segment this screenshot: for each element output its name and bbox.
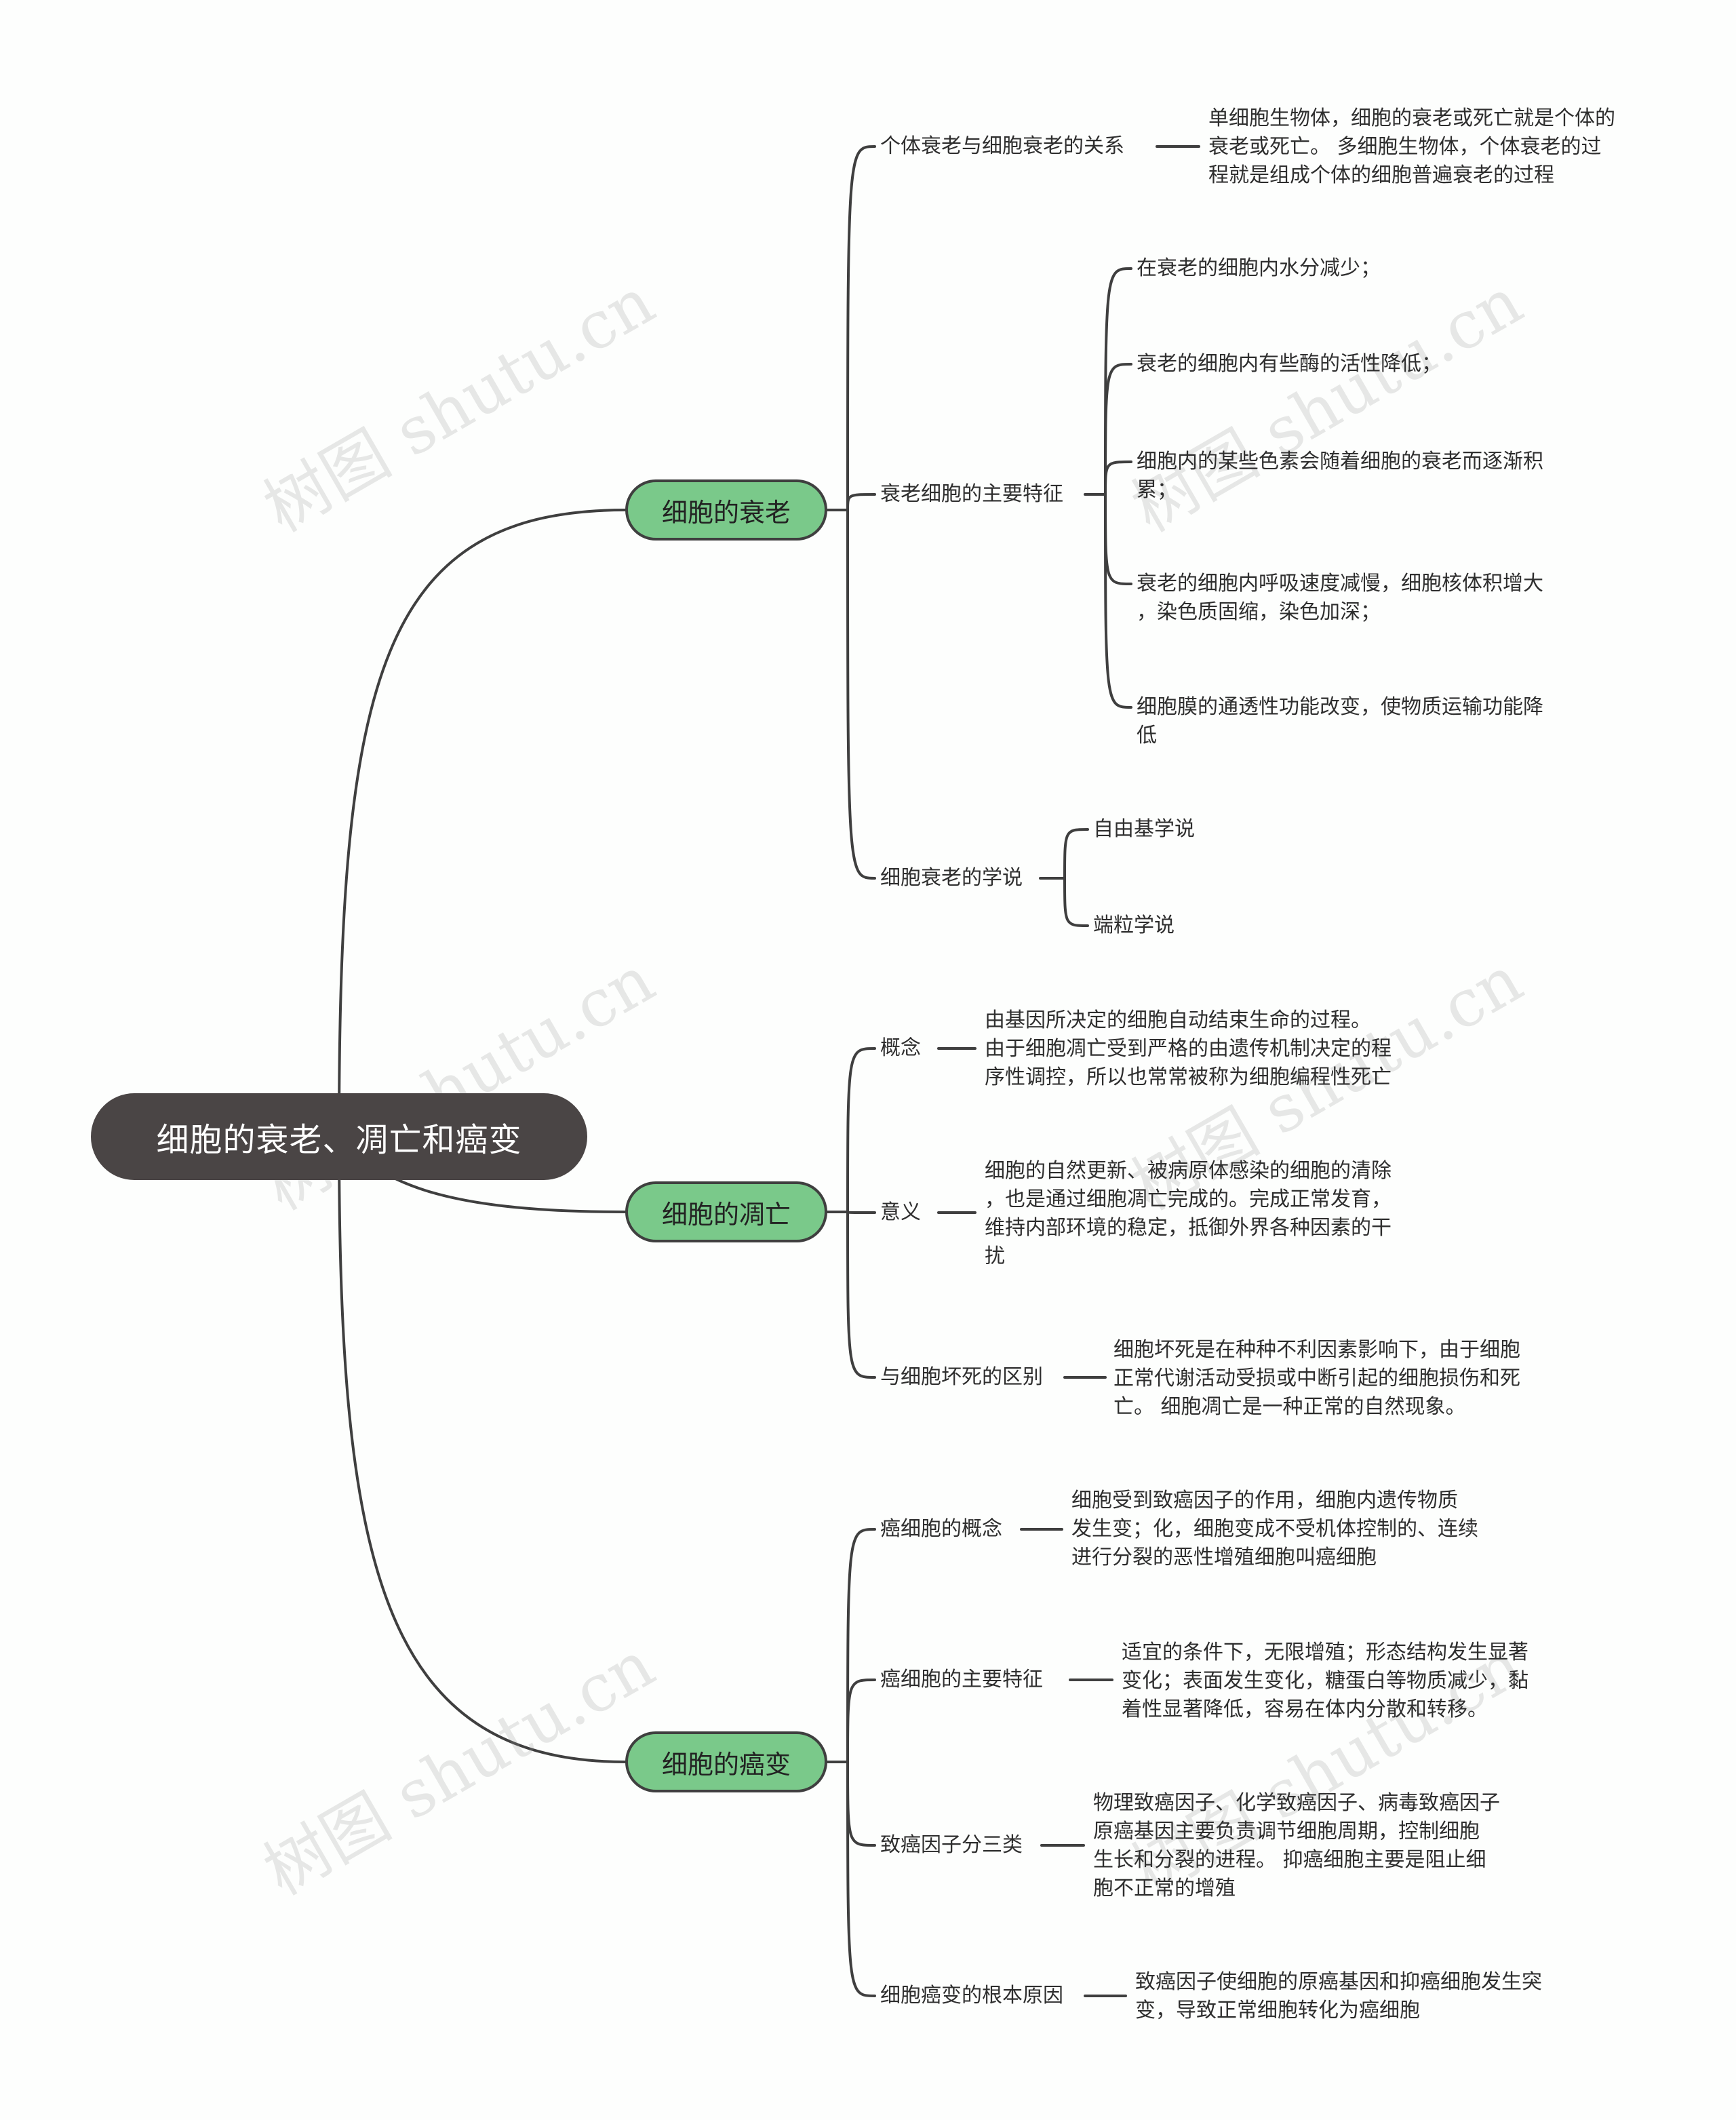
edge-cancer-link [846,1761,876,1847]
edge-apoptosis-link [846,1047,876,1213]
leaf-cancer-features: 适宜的条件下，无限增殖；形态结构发生显著变化；表面发生变化，糖蛋白等物质减少，黏… [1122,1641,1528,1721]
leaf-aging-feature: 衰老的细胞内呼吸速度减慢，细胞核体积增大，染色质固缩，染色加深； [1137,572,1543,624]
edge-aging-link [846,493,876,511]
leaf-cancer-cause: 致癌因子使细胞的原癌基因和抑癌细胞发生突变，导致正常细胞转化为癌细胞 [1135,1970,1542,2022]
edge-cancer-link [846,1679,876,1763]
leaf-aging-relation: 单细胞生物体，细胞的衰老或死亡就是个体的衰老或死亡。 多细胞生物体，个体衰老的过… [1208,106,1615,187]
edge-features-link [1104,493,1132,709]
sub-aging-theories[interactable]: 细胞衰老的学说 [880,866,1023,890]
sub-aging-features[interactable]: 衰老细胞的主要特征 [880,482,1063,506]
sub-cancer-features[interactable]: 癌细胞的主要特征 [880,1668,1043,1691]
edge-aging-link [846,509,876,880]
edge-apoptosis-link [846,1211,876,1214]
sub-cancer-concept[interactable]: 癌细胞的概念 [880,1517,1002,1541]
sub-aging-relation[interactable]: 个体衰老与细胞衰老的关系 [880,134,1124,158]
branch-aging[interactable]: 细胞的衰老 [625,479,827,541]
sub-apoptosis-meaning[interactable]: 意义 [880,1200,921,1224]
edge-theories-link [1063,877,1089,927]
leaf-aging-theory: 自由基学说 [1093,817,1195,841]
leaf-apoptosis-difference: 细胞坏死是在种种不利因素影响下，由于细胞正常代谢活动受损或中断引起的细胞损伤和死… [1113,1338,1520,1419]
edge-root-aging [338,509,627,1138]
edge-apoptosis-link [846,1211,876,1379]
leaf-aging-feature: 细胞膜的通透性功能改变，使物质运输功能降低 [1137,695,1543,747]
leaf-cancer-factors: 物理致癌因子、化学致癌因子、病毒致癌因子 原癌基因主要负责调节细胞周期，控制细胞… [1093,1791,1500,1900]
edge-aging-link [846,145,876,511]
leaf-apoptosis-concept: 由基因所决定的细胞自动结束生命的过程。由于细胞凋亡受到严格的由遗传机制决定的程序… [985,1008,1392,1089]
root-node[interactable]: 细胞的衰老、凋亡和癌变 [91,1093,587,1180]
sub-cancer-factors[interactable]: 致癌因子分三类 [880,1833,1023,1857]
edge-theories-link [1063,828,1089,880]
sub-apoptosis-concept[interactable]: 概念 [880,1036,921,1060]
edge-cancer-link [846,1761,876,1997]
leaf-aging-theory: 端粒学说 [1093,914,1175,937]
edge-features-link [1104,493,1132,585]
edge-features-link [1104,460,1132,496]
edge-root-cancer [338,1135,627,1763]
branch-cancer[interactable]: 细胞的癌变 [625,1731,827,1792]
leaf-aging-feature: 细胞内的某些色素会随着细胞的衰老而逐渐积累； [1137,450,1543,502]
leaf-apoptosis-meaning: 细胞的自然更新、被病原体感染的细胞的清除，也是通过细胞凋亡完成的。完成正常发育，… [985,1159,1392,1268]
edge-features-link [1104,363,1132,496]
leaf-cancer-concept: 细胞受到致癌因子的作用，细胞内遗传物质发生变；化，细胞变成不受机体控制的、连续进… [1071,1489,1478,1569]
leaf-aging-feature: 在衰老的细胞内水分减少； [1137,256,1381,280]
sub-apoptosis-difference[interactable]: 与细胞坏死的区别 [880,1365,1043,1389]
branch-apoptosis[interactable]: 细胞的凋亡 [625,1181,827,1242]
edge-cancer-link [846,1528,876,1763]
sub-cancer-cause[interactable]: 细胞癌变的根本原因 [880,1984,1063,2007]
leaf-aging-feature: 衰老的细胞内有些酶的活性降低； [1137,352,1442,376]
